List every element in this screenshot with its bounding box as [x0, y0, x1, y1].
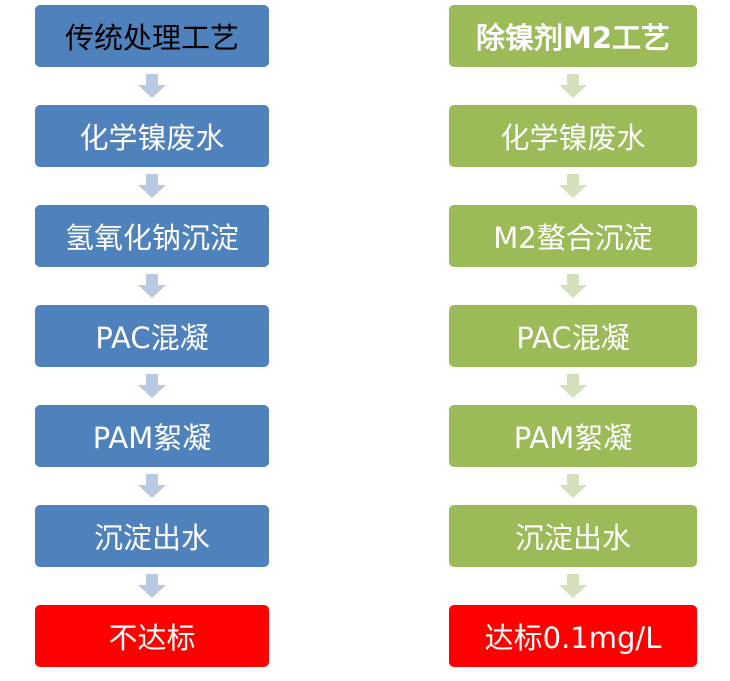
- down-arrow-icon: [138, 74, 166, 98]
- step-label: 化学镍废水: [500, 121, 646, 155]
- step-label: PAM絮凝: [92, 421, 212, 455]
- step-label: 达标0.1mg/L: [484, 621, 662, 655]
- step-naoh-precipitation: 氢氧化钠沉淀: [35, 205, 269, 267]
- title-m2-process: 除镍剂M2工艺: [449, 5, 697, 67]
- step-m2-chelation: M2螯合沉淀: [449, 205, 697, 267]
- down-arrow-icon: [559, 374, 587, 398]
- step-label: 除镍剂M2工艺: [475, 21, 671, 55]
- step-label: 化学镍废水: [79, 121, 225, 155]
- down-arrow-icon: [138, 574, 166, 598]
- step-settled-effluent: 沉淀出水: [449, 505, 697, 567]
- step-pac-coagulation: PAC混凝: [35, 305, 269, 367]
- step-label: PAC混凝: [516, 321, 630, 355]
- down-arrow-icon: [138, 374, 166, 398]
- step-label: PAM絮凝: [513, 421, 633, 455]
- step-pam-flocculation: PAM絮凝: [449, 405, 697, 467]
- title-traditional: 传统处理工艺: [35, 5, 269, 67]
- step-settled-effluent: 沉淀出水: [35, 505, 269, 567]
- step-nickel-wastewater: 化学镍废水: [35, 105, 269, 167]
- result-compliant: 达标0.1mg/L: [449, 605, 697, 667]
- step-pam-flocculation: PAM絮凝: [35, 405, 269, 467]
- result-not-compliant: 不达标: [35, 605, 269, 667]
- step-label: 沉淀出水: [93, 521, 210, 555]
- down-arrow-icon: [138, 474, 166, 498]
- down-arrow-icon: [559, 474, 587, 498]
- down-arrow-icon: [138, 274, 166, 298]
- step-label: 氢氧化钠沉淀: [64, 221, 239, 255]
- down-arrow-icon: [138, 174, 166, 198]
- step-nickel-wastewater: 化学镍废水: [449, 105, 697, 167]
- step-pac-coagulation: PAC混凝: [449, 305, 697, 367]
- step-label: 不达标: [108, 621, 196, 655]
- step-label: PAC混凝: [95, 321, 209, 355]
- step-label: M2螯合沉淀: [493, 221, 653, 255]
- step-label: 传统处理工艺: [64, 21, 239, 55]
- down-arrow-icon: [559, 274, 587, 298]
- step-label: 沉淀出水: [514, 521, 631, 555]
- down-arrow-icon: [559, 74, 587, 98]
- down-arrow-icon: [559, 574, 587, 598]
- down-arrow-icon: [559, 174, 587, 198]
